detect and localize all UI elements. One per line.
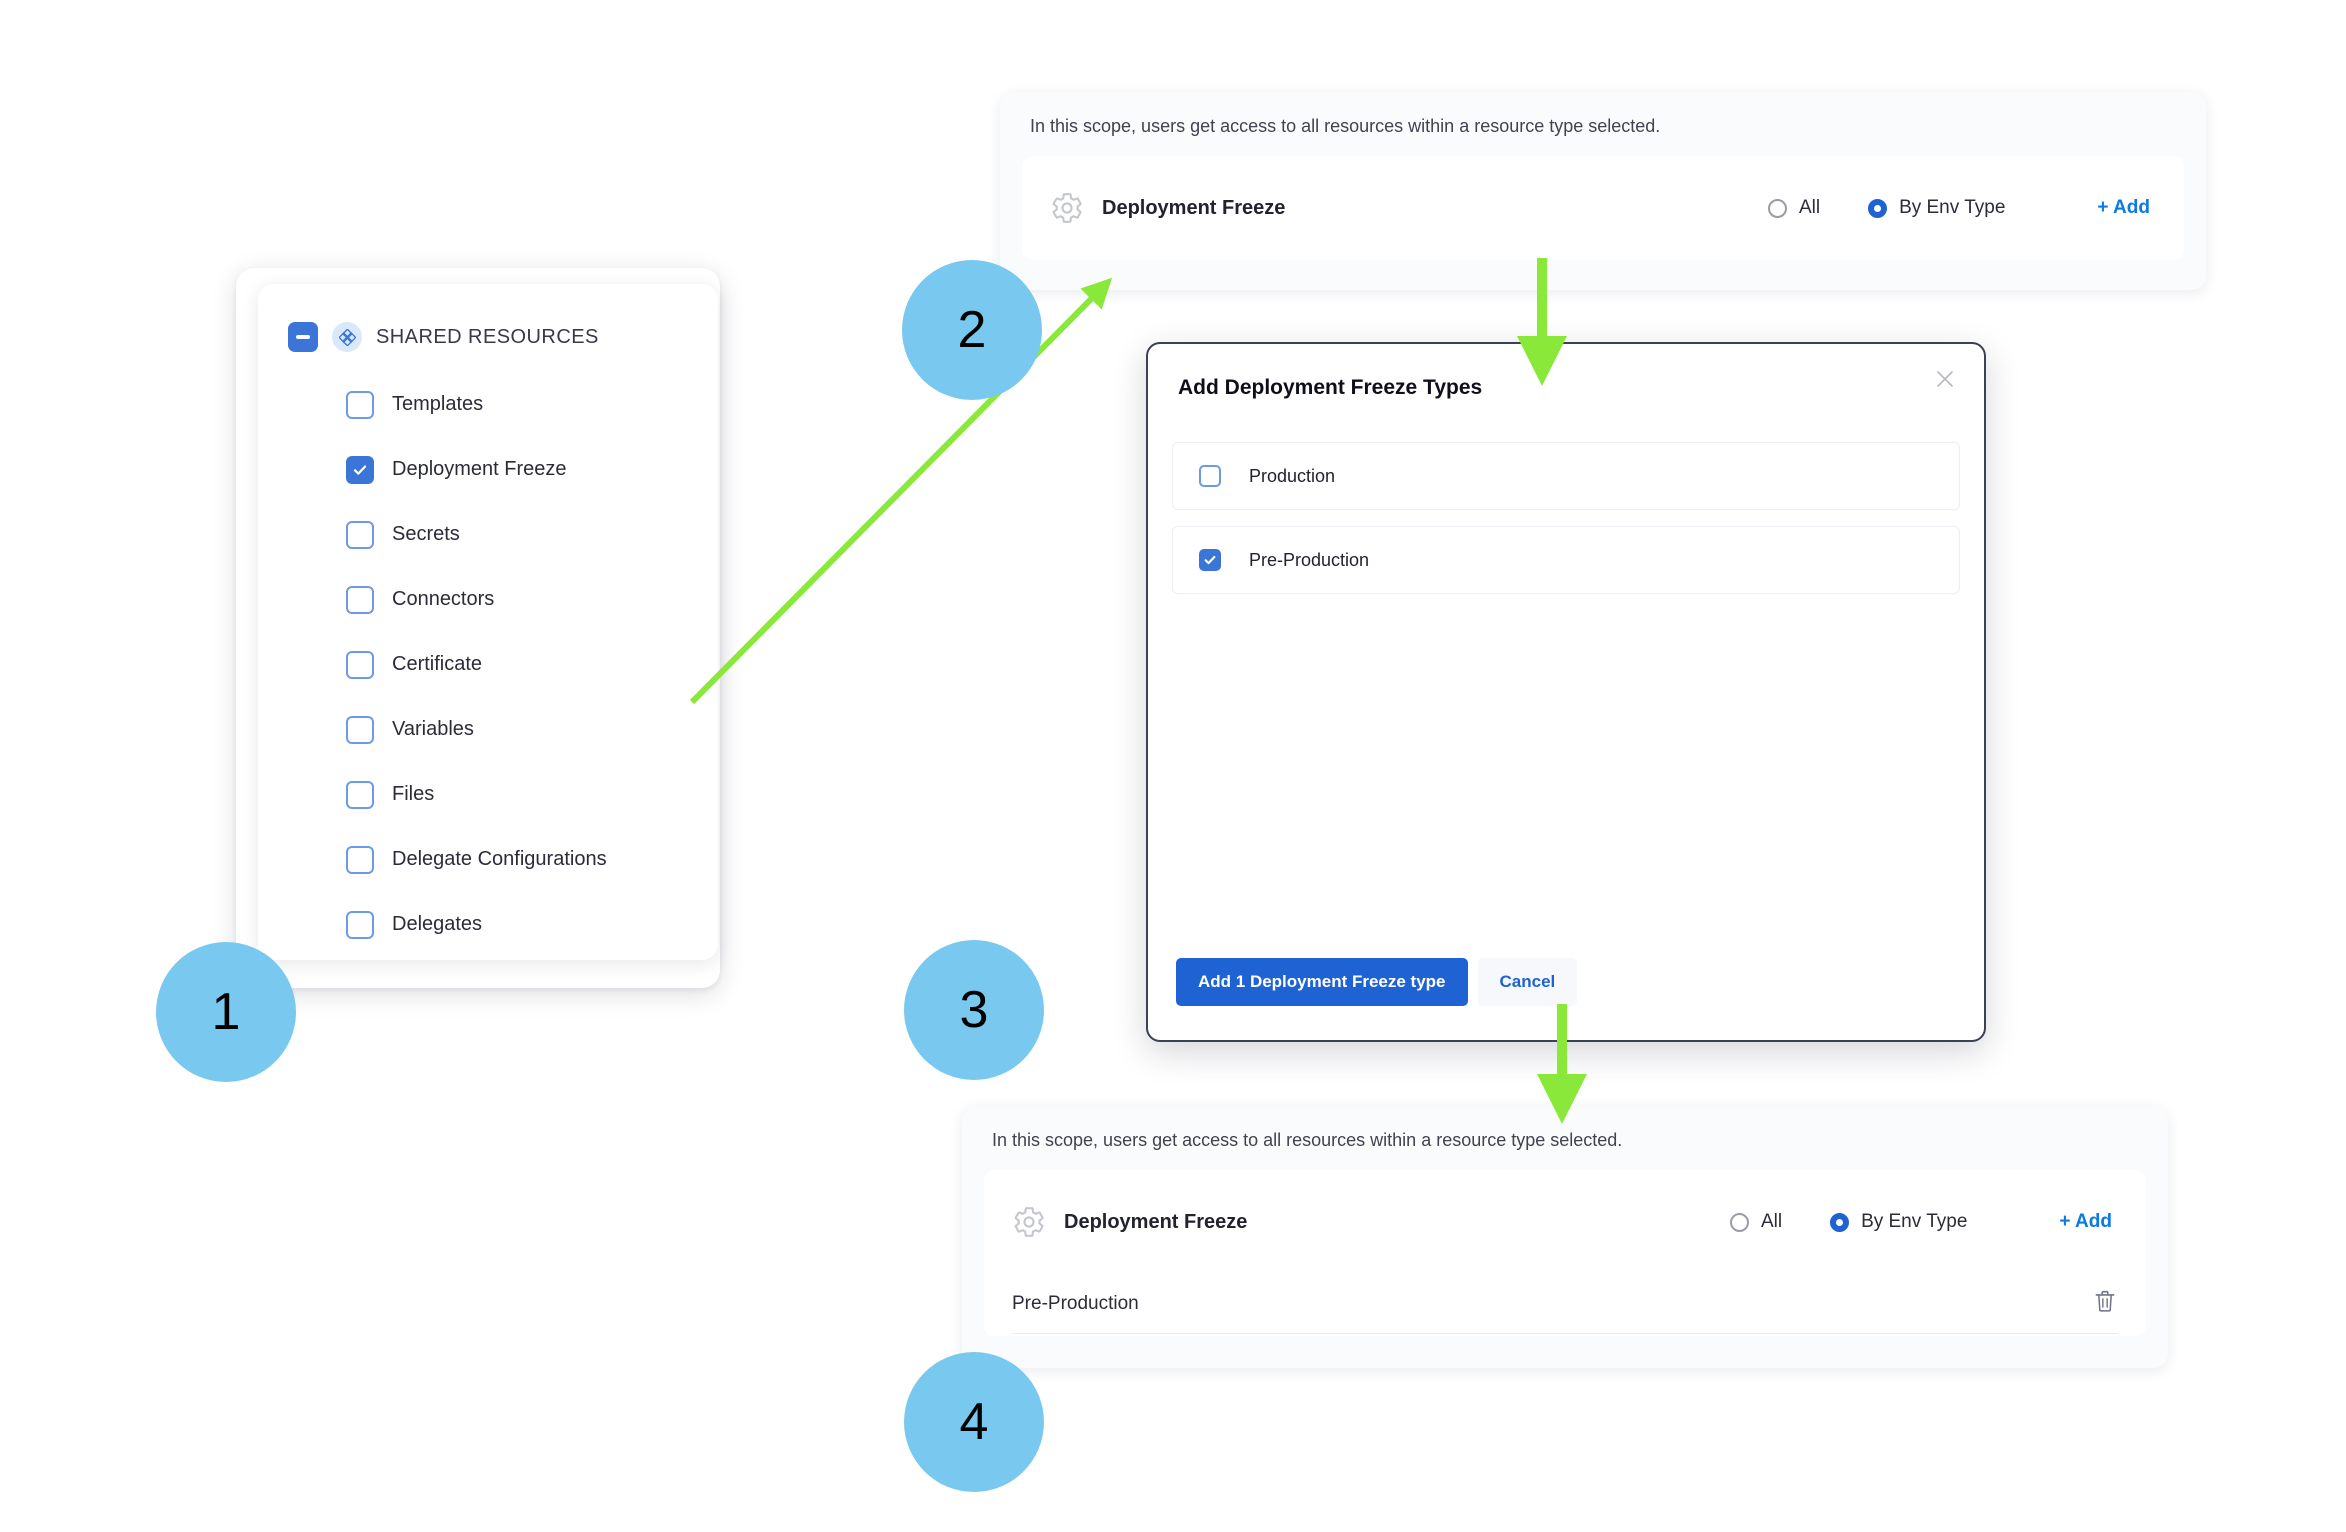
radio-option-by-env-type[interactable]: By Env Type [1868,197,2005,219]
modal-option-row[interactable]: Pre-Production [1172,526,1960,594]
modal-title: Add Deployment Freeze Types [1178,376,1483,399]
list-item[interactable]: Delegate Configurations [258,827,718,892]
scope-resource-card: Deployment Freeze All By Env Type + Add [1022,156,2184,260]
scope-resource-row: Deployment Freeze All By Env Type + Add [1022,156,2184,260]
radio-all-icon[interactable] [1729,1212,1749,1232]
shared-resources-label: SHARED RESOURCES [376,325,599,348]
scope-note: In this scope, users get access to all r… [1030,116,1661,136]
item-checkbox[interactable] [346,390,374,419]
item-checkbox[interactable] [346,650,374,679]
scope-panel-after: In this scope, users get access to all r… [962,1106,2168,1368]
step-badge-1: 1 [156,942,296,1082]
item-checkbox[interactable] [346,910,374,939]
scope-resource-row: Deployment Freeze All By Env Type + Add [984,1170,2146,1274]
radio-option-by-env-type[interactable]: By Env Type [1830,1211,1967,1233]
modal-option-row[interactable]: Production [1172,442,1960,510]
shared-resources-checkbox[interactable] [288,322,318,352]
radio-all-label: All [1760,1211,1783,1232]
list-item-label: Delegate Configurations [392,848,607,870]
radio-all-icon[interactable] [1767,198,1787,218]
list-item-label: Files [392,783,435,805]
step-badge-4: 4 [904,1352,1044,1492]
radio-all-label: All [1798,197,1821,218]
step-number: 4 [959,1393,989,1451]
shared-resources-list: Templates Deployment Freeze Secrets Conn… [258,372,718,957]
radio-by-env-type-icon[interactable] [1868,198,1888,218]
scope-resource-name: Deployment Freeze [1102,196,1286,219]
radio-option-all[interactable]: All [1729,1211,1783,1233]
item-checkbox[interactable] [346,520,374,549]
modal-options-list: Production Pre-Production [1172,442,1960,610]
item-checkbox[interactable] [346,715,374,744]
list-item-label: Variables [392,718,474,740]
add-types-button[interactable]: Add 1 Deployment Freeze type [1176,958,1468,1006]
list-item[interactable]: Files [258,762,718,827]
shared-resources-header[interactable]: SHARED RESOURCES [288,322,599,352]
radio-by-env-type-label: By Env Type [1861,1211,1968,1232]
option-checkbox[interactable] [1199,549,1221,571]
check-icon [353,465,367,475]
scope-panel-before: In this scope, users get access to all r… [1000,92,2206,290]
scope-resource-card: Deployment Freeze All By Env Type + Add … [984,1170,2146,1336]
list-item-label: Templates [392,393,484,415]
radio-option-all[interactable]: All [1767,197,1821,219]
item-checkbox[interactable] [346,845,374,874]
scope-note: In this scope, users get access to all r… [992,1130,1623,1150]
add-deployment-freeze-types-modal: Add Deployment Freeze Types Production P… [1146,342,1986,1042]
scope-entry-row: Pre-Production [1012,1274,2118,1334]
step-badge-3: 3 [904,940,1044,1080]
gear-icon [1052,193,1082,223]
trash-icon[interactable] [2092,1288,2118,1319]
list-item-label: Delegates [392,913,483,935]
radio-by-env-type-icon[interactable] [1830,1212,1850,1232]
list-item-label: Deployment Freeze [392,458,567,480]
option-checkbox[interactable] [1199,465,1221,487]
check-icon [1204,555,1216,565]
list-item[interactable]: Certificate [258,632,718,697]
list-item-label: Certificate [392,653,483,675]
item-checkbox[interactable] [346,455,374,484]
scope-resource-name: Deployment Freeze [1064,1210,1248,1233]
list-item[interactable]: Variables [258,697,718,762]
step-number: 3 [959,981,989,1039]
close-icon[interactable] [1932,366,1958,392]
resources-diamond-icon [332,322,362,352]
shared-resources-tree-card: SHARED RESOURCES Templates Deployment Fr… [258,284,718,960]
list-item[interactable]: Deployment Freeze [258,437,718,502]
step-number: 2 [957,301,987,359]
modal-footer: Add 1 Deployment Freeze type Cancel [1176,958,1578,1006]
scope-mode-radio-group: All By Env Type [1767,197,2005,219]
item-checkbox[interactable] [346,585,374,614]
step-badge-2: 2 [902,260,1042,400]
list-item[interactable]: Templates [258,372,718,437]
list-item-label: Connectors [392,588,495,610]
step-number: 1 [211,983,241,1041]
item-checkbox[interactable] [346,780,374,809]
cancel-button[interactable]: Cancel [1477,958,1578,1006]
scope-entry-label: Pre-Production [1012,1292,1139,1314]
arrow-sidebar-to-scope [689,277,1113,705]
list-item[interactable]: Connectors [258,567,718,632]
list-item[interactable]: Secrets [258,502,718,567]
list-item-label: Secrets [392,523,460,545]
add-button[interactable]: + Add [2097,197,2150,218]
list-item[interactable]: Delegates [258,892,718,957]
indeterminate-dash-icon [296,335,310,339]
add-button[interactable]: + Add [2059,1211,2112,1232]
option-label: Pre-Production [1249,549,1370,570]
radio-by-env-type-label: By Env Type [1899,197,2006,218]
scope-mode-radio-group: All By Env Type [1729,1211,1967,1233]
option-label: Production [1249,465,1336,486]
gear-icon [1014,1207,1044,1237]
